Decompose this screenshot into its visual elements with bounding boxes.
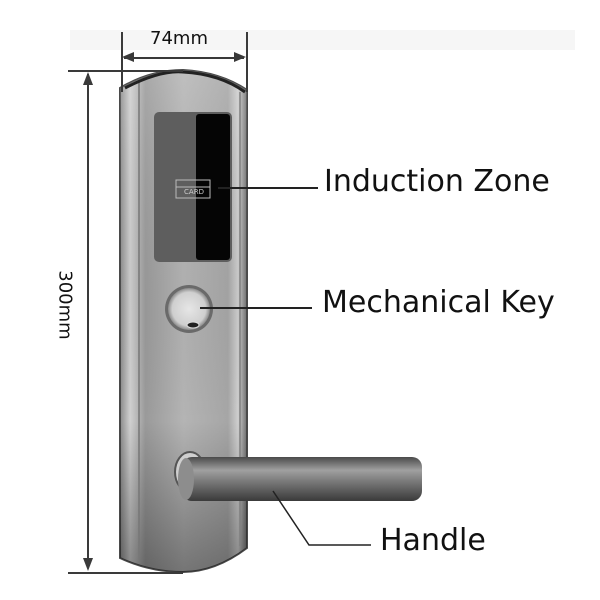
induction-zone-leader [218, 187, 318, 189]
height-extension-top [68, 70, 183, 72]
width-dimension-line [124, 57, 244, 59]
width-extension-left [121, 32, 123, 92]
mechanical-key-label: Mechanical Key [322, 285, 555, 320]
handle-lever [182, 457, 422, 501]
arrow-right-icon [234, 52, 246, 62]
background-band [70, 30, 575, 50]
height-extension-bottom [68, 572, 183, 574]
arrow-down-icon [83, 558, 93, 571]
handle-label: Handle [380, 523, 486, 558]
card-badge: CARD [184, 188, 204, 196]
arrow-left-icon [122, 52, 134, 62]
height-label: 300mm [54, 270, 76, 340]
mechanical-key-leader [200, 307, 312, 309]
arrow-up-icon [83, 72, 93, 85]
key-cylinder [168, 288, 210, 330]
width-extension-right [246, 32, 248, 92]
width-label: 74mm [150, 28, 208, 49]
reader-glass [196, 114, 230, 260]
induction-zone-label: Induction Zone [324, 164, 550, 199]
height-dimension-line [87, 74, 89, 568]
